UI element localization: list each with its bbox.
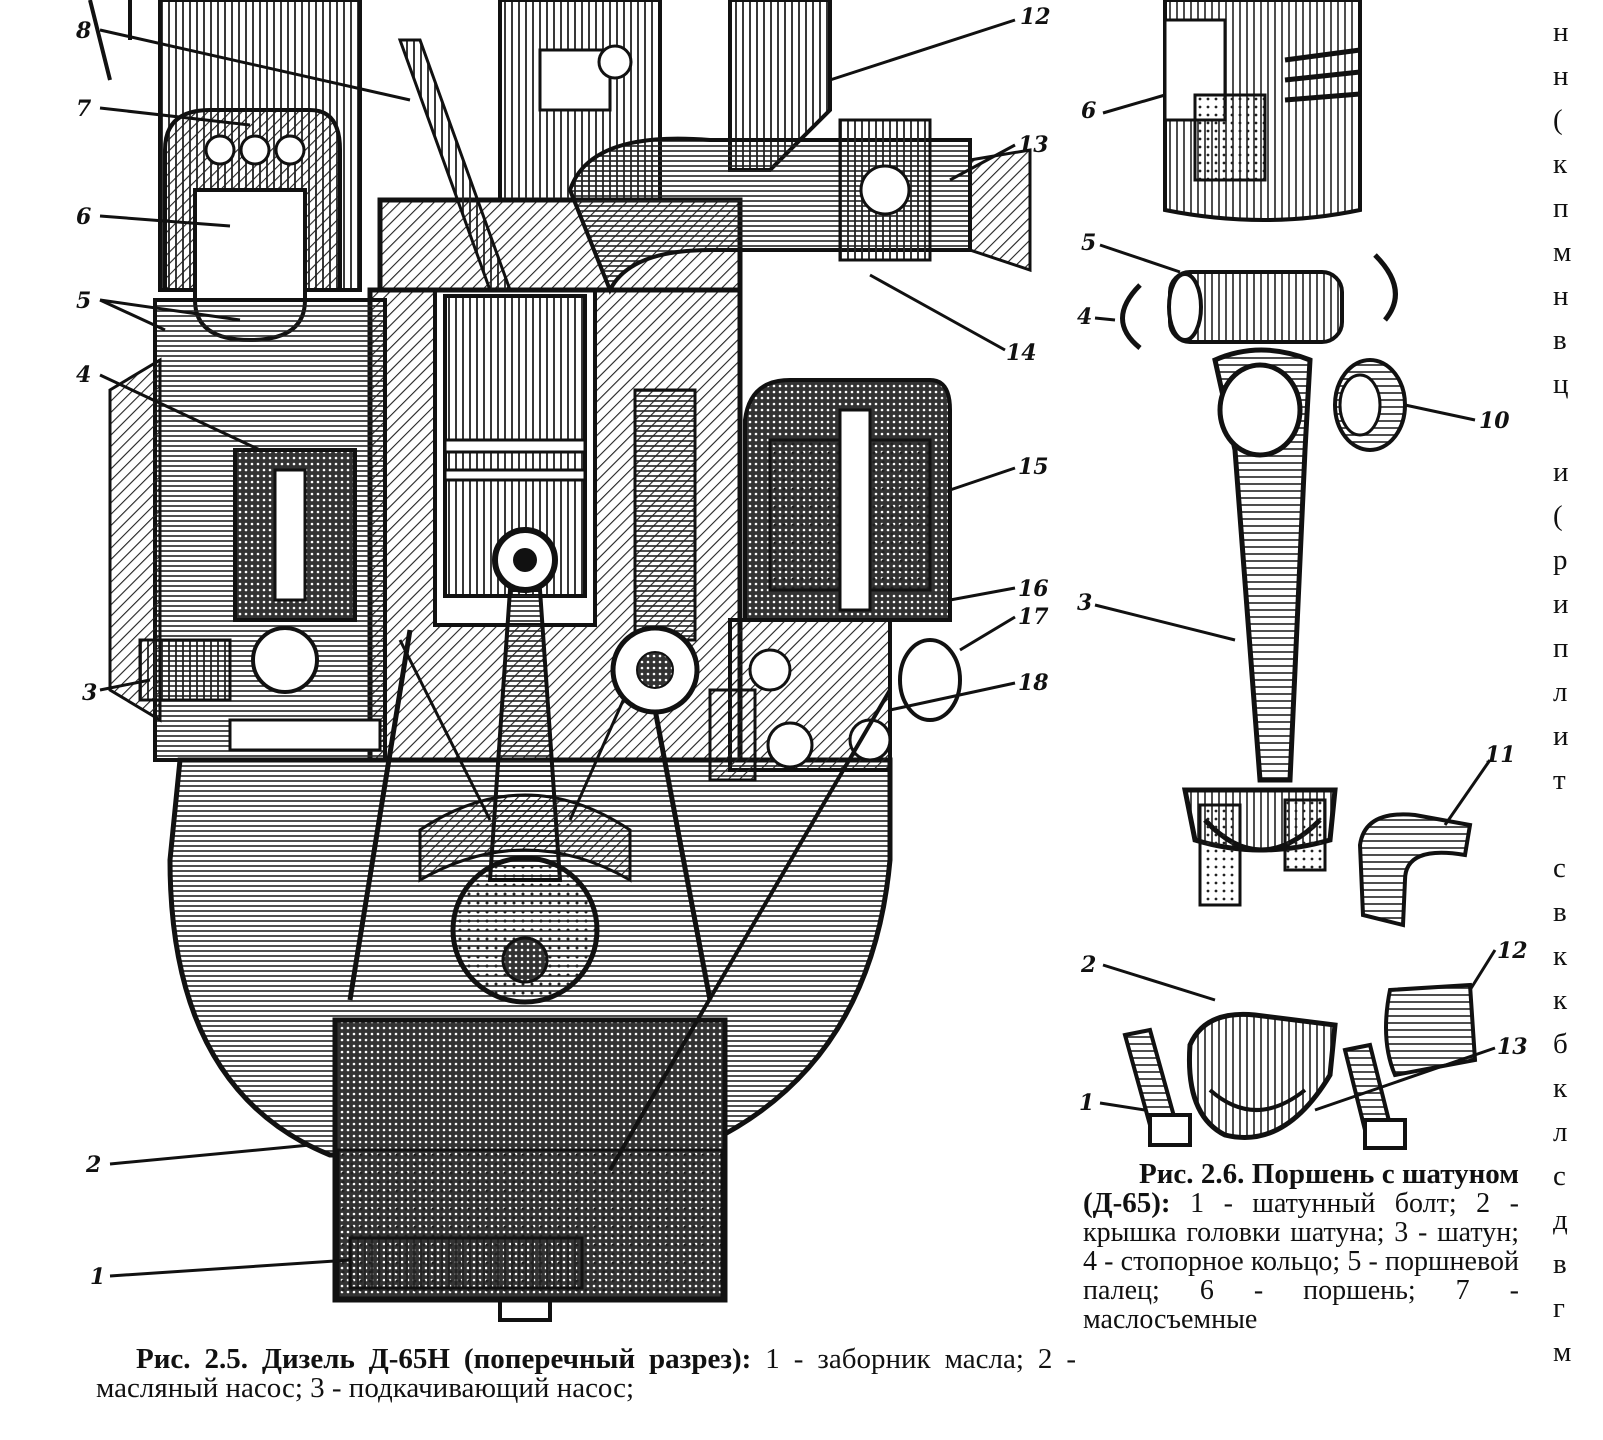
piston-callout-11: 11 [1485,742,1516,768]
edge-text-line: д [1553,1204,1568,1236]
edge-text-line: л [1553,1116,1568,1148]
edge-text-line: ( [1553,104,1563,136]
edge-text-line: в [1553,896,1567,928]
edge-text-line: с [1553,852,1566,884]
piston-callout-4: 4 [1077,304,1093,330]
figure-2-6-caption-label: Рис. 2.6. Поршень с шатуном (Д-65): [1083,1158,1519,1219]
edge-text-line: ( [1553,500,1563,532]
engine-callout-16: 16 [1018,576,1049,602]
engine-cross-section-figure: 8 7 6 5 4 3 2 1 12 13 14 15 16 17 18 [70,0,1080,1340]
engine-callout-2: 2 [86,1152,102,1178]
edge-text-line: к [1553,940,1568,972]
edge-text-line: р [1553,544,1568,576]
engine-callout-14: 14 [1006,340,1037,366]
piston-callout-2: 2 [1081,952,1097,978]
piston-callout-3: 3 [1077,590,1093,616]
piston-callout-10: 10 [1479,408,1510,434]
edge-text-line: н [1553,60,1569,92]
engine-callout-7: 7 [76,96,92,122]
edge-text-line: в [1553,324,1567,356]
edge-text-line: н [1553,16,1569,48]
edge-text-line [1553,406,1593,450]
edge-text-line: и [1553,720,1569,752]
figure-2-6-caption: Рис. 2.6. Поршень с шатуном (Д-65): 1 - … [1083,1158,1519,1335]
edge-text-line: п [1553,192,1569,224]
engine-cross-section-drawing [88,0,1032,1322]
figure-2-5-caption: Рис. 2.5. Дизель Д-65Н (поперечный разре… [96,1345,1076,1403]
piston-callout-6: 6 [1081,98,1097,124]
edge-text-line: г [1553,1292,1565,1324]
engine-callout-12: 12 [1020,4,1051,30]
edge-text-line: и [1553,456,1569,488]
edge-text-line: к [1553,148,1568,180]
engine-callout-5: 5 [76,288,92,314]
piston-rod-exploded-figure: 6 5 4 10 3 11 2 12 1 13 [1077,0,1545,1185]
edge-text-line: б [1553,1028,1568,1060]
engine-callout-8: 8 [76,18,92,44]
edge-text-line [1553,802,1593,846]
piston-callout-12: 12 [1497,938,1528,964]
edge-text-line: л [1553,676,1568,708]
piston-callout-13: 13 [1497,1034,1528,1060]
engine-callout-13: 13 [1018,132,1049,158]
edge-text-line: в [1553,1248,1567,1280]
engine-callout-4: 4 [76,362,92,388]
engine-callout-17: 17 [1018,604,1049,630]
edge-text-line: п [1553,632,1569,664]
edge-text-line: м [1553,236,1572,268]
piston-callout-1: 1 [1079,1090,1095,1116]
figure-2-6-caption-text: 1 - шатунный болт; 2 - крышка головки ша… [1083,1188,1519,1335]
edge-text-line: ц [1553,368,1569,400]
edge-text-line: н [1553,280,1569,312]
edge-text-line: к [1553,984,1568,1016]
piston-rod-drawing [1094,0,1497,1150]
edge-text-line: и [1553,588,1569,620]
engine-callout-3: 3 [82,680,98,706]
piston-callout-5: 5 [1081,230,1097,256]
edge-text-line: к [1553,1072,1568,1104]
figure-2-5-caption-label: Рис. 2.5. Дизель Д-65Н (поперечный разре… [136,1343,752,1375]
engine-callout-18: 18 [1018,670,1049,696]
engine-callout-1: 1 [90,1264,106,1290]
edge-text-line: с [1553,1160,1566,1192]
edge-text-line: т [1553,764,1566,796]
engine-callout-15: 15 [1018,454,1049,480]
engine-callout-6: 6 [76,204,92,230]
edge-text-line: м [1553,1336,1572,1368]
figure-2-5-caption-text: 1 - заборник масла; 2 - масляный насос; … [96,1343,1076,1404]
